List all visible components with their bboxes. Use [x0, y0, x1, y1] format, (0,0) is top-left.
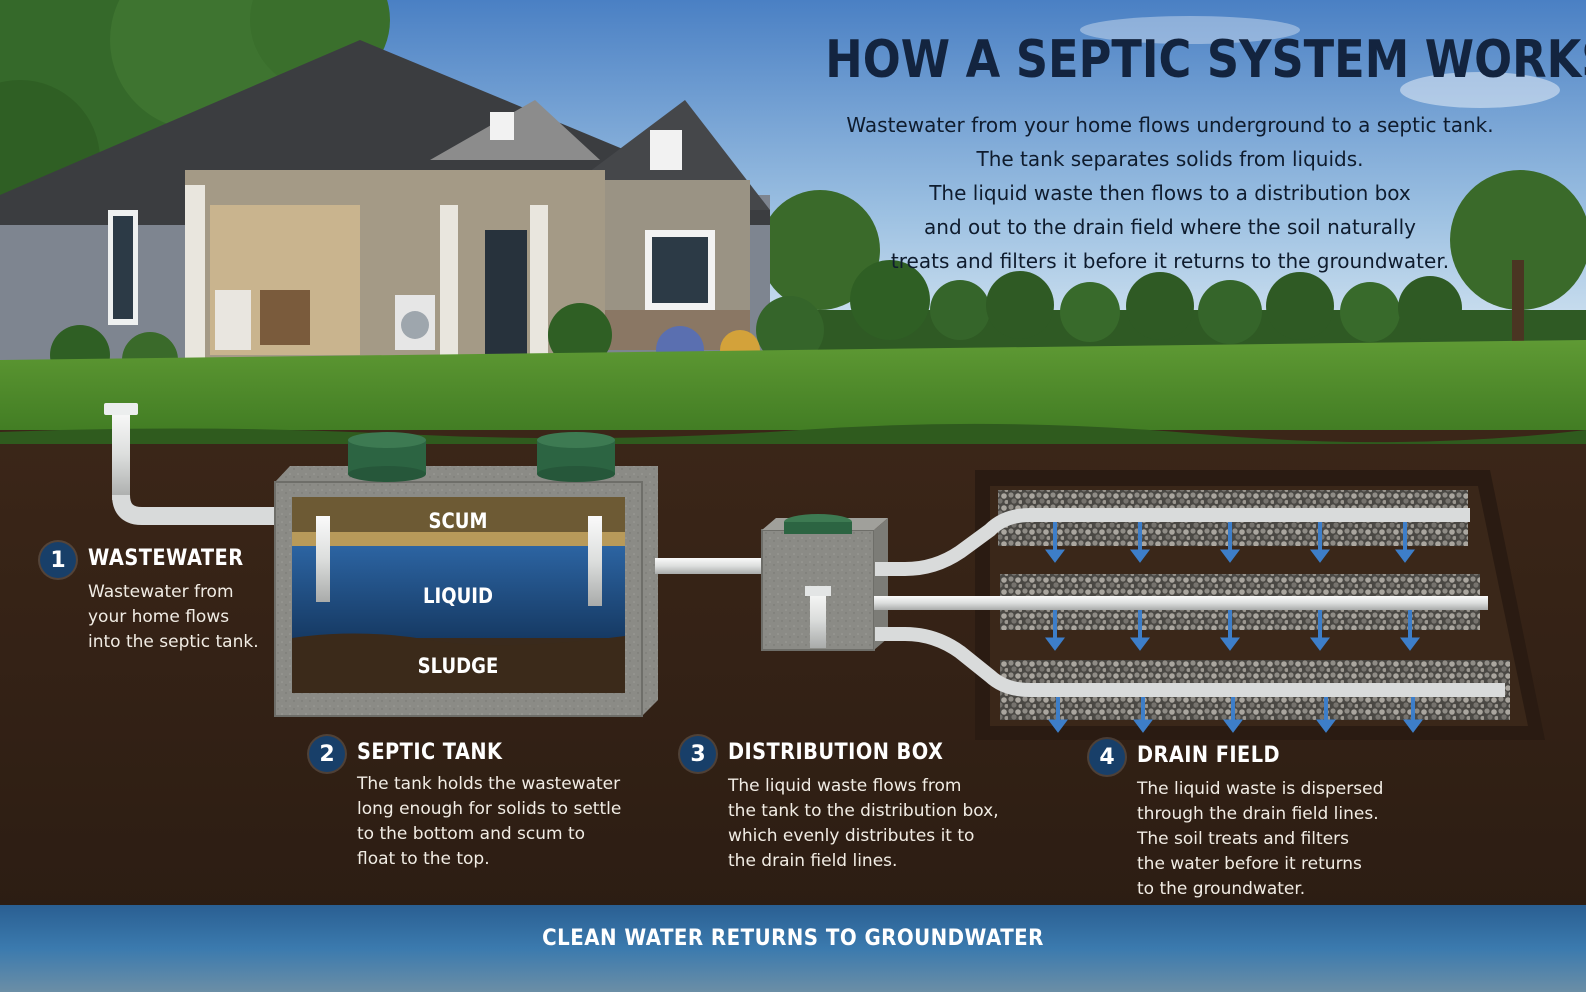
step-line: to the groundwater. [1137, 879, 1306, 899]
step-title: WASTEWATER [88, 546, 244, 571]
house [0, 40, 770, 360]
step-description: The liquid waste is dispersed through th… [1137, 777, 1383, 902]
step-line: to the bottom and scum to [357, 824, 586, 844]
step-title: DISTRIBUTION BOX [728, 740, 944, 765]
step-number-badge: 3 [680, 736, 716, 772]
outlet-pipe [655, 558, 765, 574]
intro-line: Wastewater from your home flows undergro… [846, 113, 1494, 137]
step-line: long enough for solids to settle [357, 799, 622, 819]
step-number-badge: 4 [1089, 739, 1125, 775]
intro-line: treats and filters it before it returns … [890, 249, 1450, 273]
step-line: the drain field lines. [728, 851, 898, 871]
groundwater [0, 905, 1586, 992]
step-line: float to the top. [357, 849, 490, 869]
page-title: HOW A SEPTIC SYSTEM WORKS [825, 30, 1586, 90]
lawn [0, 340, 1586, 440]
intro-line: and out to the drain field where the soi… [924, 215, 1416, 239]
step-number-badge: 1 [40, 542, 76, 578]
cloud [1400, 72, 1560, 108]
step-line: The soil treats and filters [1137, 829, 1350, 849]
intro-line: The liquid waste then flows to a distrib… [929, 181, 1411, 205]
step-title: SEPTIC TANK [357, 740, 503, 765]
step-line: The liquid waste flows from [728, 776, 962, 796]
step-line: The liquid waste is dispersed [1137, 779, 1384, 799]
intro-line: The tank separates solids from liquids. [976, 147, 1364, 171]
dispersal-arrows [1045, 522, 1423, 733]
tank-layer-liquid: LIQUID [423, 584, 493, 608]
step-description: The tank holds the wastewater long enoug… [357, 772, 621, 872]
groundwater-caption: CLEAN WATER RETURNS TO GROUNDWATER [542, 926, 1044, 951]
step-line: the water before it returns [1137, 854, 1362, 874]
step-description: Wastewater from your home flows into the… [88, 580, 259, 655]
step-line: Wastewater from [88, 582, 234, 602]
inlet-pipe [104, 403, 275, 525]
tank-layer-sludge: SLUDGE [417, 654, 499, 678]
step-title: DRAIN FIELD [1137, 743, 1281, 768]
tree-line [760, 170, 1586, 360]
step-line: the tank to the distribution box, [728, 801, 999, 821]
step-number-badge: 2 [309, 736, 345, 772]
step-line: which evenly distributes it to [728, 826, 975, 846]
cloud [1080, 16, 1300, 44]
tank-layer-scum: SCUM [428, 509, 488, 533]
intro-paragraph: Wastewater from your home flows undergro… [820, 108, 1520, 278]
septic-tank [274, 432, 658, 717]
step-line: through the drain field lines. [1137, 804, 1379, 824]
step-description: The liquid waste flows from the tank to … [728, 774, 999, 874]
distribution-box [761, 514, 888, 651]
step-line: into the septic tank. [88, 632, 259, 652]
step-line: The tank holds the wastewater [357, 774, 621, 794]
step-line: your home flows [88, 607, 230, 627]
drain-lines [874, 508, 1505, 697]
